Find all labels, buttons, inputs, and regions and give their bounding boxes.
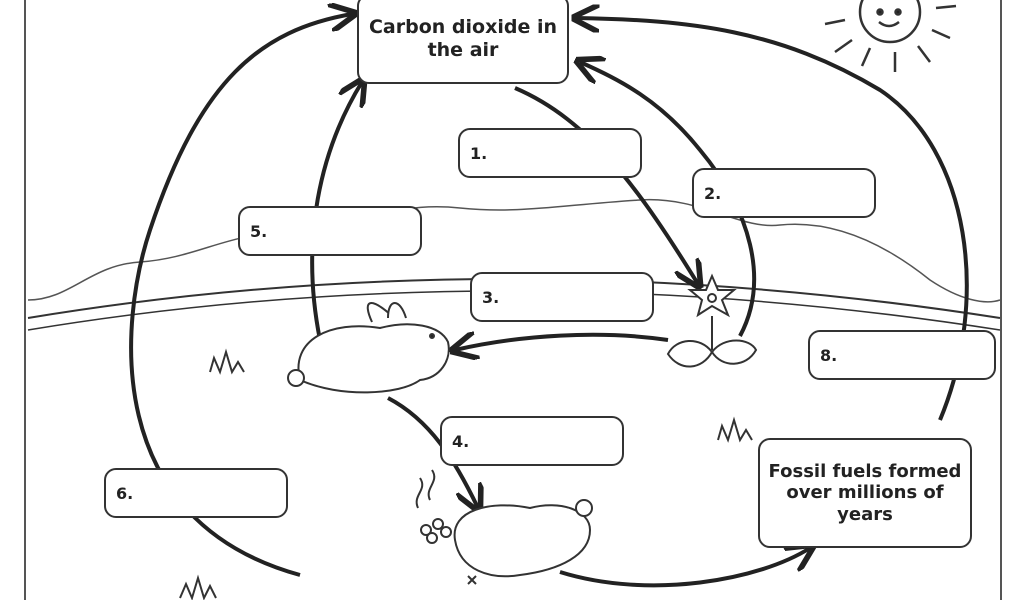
arrow-plant-to-animal [455, 335, 669, 350]
arrow-animal-to-air [310, 82, 362, 341]
left-border [24, 0, 26, 600]
blank-box-6[interactable]: 6. [104, 468, 288, 518]
co2-in-air-box: Carbon dioxide in the air [357, 0, 569, 84]
grass-tuft-icon [179, 348, 753, 600]
blank-box-8[interactable]: 8. [808, 330, 996, 380]
fossil-fuels-box: Fossil fuels formed over millions of yea… [758, 438, 972, 548]
blank-box-1[interactable]: 1. [458, 128, 642, 178]
arrow-fossil-to-air [577, 18, 969, 421]
arrow-dead-to-fossil [559, 548, 810, 588]
blank-box-4[interactable]: 4. [440, 416, 624, 466]
blank-box-2[interactable]: 2. [692, 168, 876, 218]
sun-icon [824, 0, 957, 72]
hills-line [27, 198, 1001, 303]
blank-box-5[interactable]: 5. [238, 206, 422, 256]
flower-icon [666, 273, 758, 368]
rabbit-icon [287, 302, 450, 394]
arrow-plant-to-air [580, 62, 757, 337]
right-border [1000, 0, 1002, 600]
dead-animal-icon [415, 469, 593, 585]
blank-box-3[interactable]: 3. [470, 272, 654, 322]
